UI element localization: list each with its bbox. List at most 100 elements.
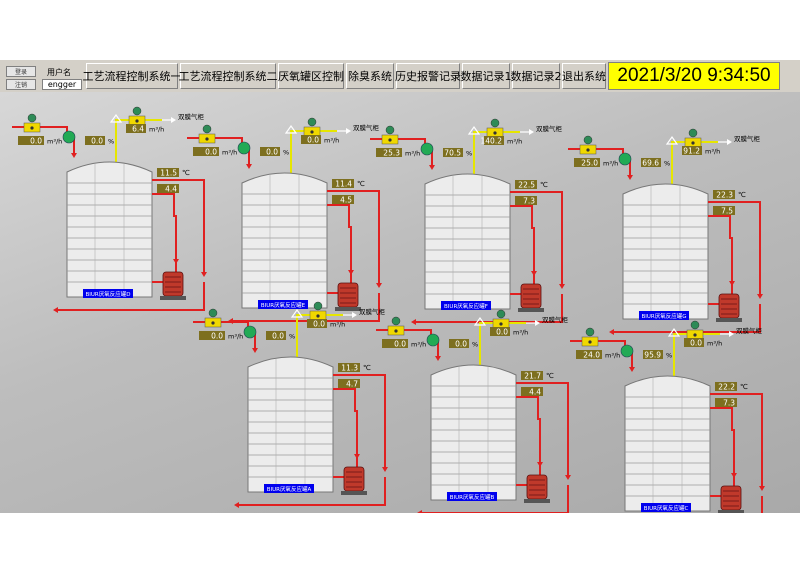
gas-flow-value: 140.2 [481, 137, 503, 146]
tank-body [241, 172, 328, 309]
bottom-return-arrow [53, 307, 58, 313]
level-value: 4.5 [340, 196, 352, 205]
nav-data-record-2[interactable]: 数据记录2 [511, 63, 562, 89]
recirc-arrow-outer [201, 272, 207, 277]
temperature-value-box [521, 371, 543, 380]
tank-name-box [447, 492, 497, 501]
control-valve-icon[interactable] [237, 141, 251, 155]
valve-pct-value: 0.0 [266, 148, 278, 157]
valve-pct-value-box [643, 350, 663, 359]
inflow-meter-icon-head [583, 135, 593, 145]
tank-body [624, 375, 711, 512]
control-valve-icon[interactable] [618, 152, 632, 166]
bottom-return-pipe [232, 293, 380, 322]
top-bar: 登录 注销 用户名 engger 工艺流程控制系统一 工艺流程控制系统二 厌氧罐… [0, 60, 800, 92]
inflow-meter-icon-head [208, 308, 218, 318]
gas-dest-arrow [729, 331, 734, 337]
valve-pct-value-box [260, 147, 280, 156]
temperature-unit: ℃ [738, 191, 746, 199]
recirc-arrow-inner [354, 454, 360, 459]
nav-deodorization[interactable]: 除臭系统 [346, 63, 394, 89]
bottom-return-pipe [421, 485, 569, 513]
temperature-unit: ℃ [540, 181, 548, 189]
login-button[interactable]: 登录 [6, 66, 36, 77]
nav-alarm-history[interactable]: 历史报警记录 [395, 63, 461, 89]
pump-base [341, 491, 367, 495]
tank-name-box [264, 484, 314, 493]
tank-name-label: BIUR厌氧反应罐A [267, 485, 312, 493]
temperature-value: 22.3 [716, 191, 733, 200]
inflow-value-box [382, 339, 408, 348]
recirc-arrow-outer [759, 486, 765, 491]
valve-pct-unit: % [466, 150, 472, 158]
nav-exit-system[interactable]: 退出系统 [562, 63, 606, 89]
inflow-arrow [629, 367, 635, 372]
recirc-arrow-inner [531, 271, 537, 276]
control-valve-icon[interactable] [426, 333, 440, 347]
recirc-arrow-outer [559, 284, 565, 289]
inflow-meter-icon-head [385, 125, 395, 135]
gas-flow-value-box [126, 124, 146, 133]
temperature-value-box [715, 382, 737, 391]
inflow-arrow [435, 356, 441, 361]
bottom-return-pipe [761, 496, 763, 513]
gas-flow-unit: m³/h [707, 340, 722, 348]
gas-up-arrow [467, 125, 481, 135]
recirc-pipe-inner [516, 396, 541, 475]
temperature-unit: ℃ [182, 169, 190, 177]
username-label: 用户名 [47, 68, 71, 77]
gas-meter-icon-dot [691, 141, 695, 145]
gas-flow-value-box [301, 135, 321, 144]
level-value: 4.4 [529, 388, 541, 397]
recirc-pipe-outer [510, 191, 563, 284]
temperature-value-box [332, 179, 354, 188]
control-valve-icon[interactable] [620, 344, 634, 358]
control-valve-icon[interactable] [420, 142, 434, 156]
valve-pct-value: 70.5 [444, 149, 461, 158]
inflow-arrow [246, 164, 252, 169]
control-valve-icon[interactable] [243, 325, 257, 339]
inflow-unit: m³/h [603, 160, 618, 168]
inflow-unit: m³/h [228, 333, 243, 341]
recirc-pipe-outer [516, 382, 569, 475]
pump-base [716, 318, 742, 322]
gas-up-arrow [665, 135, 679, 145]
bottom-return-pipe [415, 294, 563, 323]
tank-name-label: BIUR厌氧反应罐C [644, 504, 689, 512]
recirc-pipe-inner [333, 388, 358, 467]
pump-base [524, 499, 550, 503]
inflow-value: 0.0 [394, 340, 406, 349]
bottom-return-pipe [613, 304, 761, 333]
nav-process-system-2[interactable]: 工艺流程控制系统二 [179, 63, 278, 89]
gas-dest-arrow [529, 129, 534, 135]
gas-flow-value: 0.0 [307, 136, 319, 145]
gas-flow-unit: m³/h [705, 148, 720, 156]
temperature-value-box [338, 363, 360, 372]
gas-flow-value: 0.0 [690, 339, 702, 348]
gas-flow-value-box [484, 136, 504, 145]
recirc-arrow-inner [173, 259, 179, 264]
control-valve-icon[interactable] [62, 130, 76, 144]
level-value: 4.4 [165, 185, 177, 194]
inflow-unit: m³/h [47, 138, 62, 146]
level-value-box [715, 398, 737, 407]
tank-body [424, 173, 511, 310]
valve-pct-unit: % [108, 138, 114, 146]
inflow-unit: m³/h [405, 150, 420, 158]
tank-name-label: BIUR厌氧反应罐D [86, 290, 131, 298]
nav-process-system-1[interactable]: 工艺流程控制系统一 [83, 63, 182, 89]
logout-button[interactable]: 注销 [6, 79, 36, 90]
inflow-meter-icon-dot [211, 321, 215, 325]
tank-body [66, 161, 153, 298]
temperature-value-box [515, 180, 537, 189]
recirc-pipe-inner [510, 205, 535, 284]
gas-flow-value: 0.0 [313, 320, 325, 329]
gas-meter-icon-dot [316, 314, 320, 318]
pump-base [335, 307, 361, 311]
nav-data-record-1[interactable]: 数据记录1 [461, 63, 512, 89]
level-value: 7.3 [723, 399, 735, 408]
gas-destination-label: 双膜气柜 [542, 315, 569, 324]
nav-anaerobic-tank-control[interactable]: 厌氧罐区控制 [278, 63, 344, 89]
